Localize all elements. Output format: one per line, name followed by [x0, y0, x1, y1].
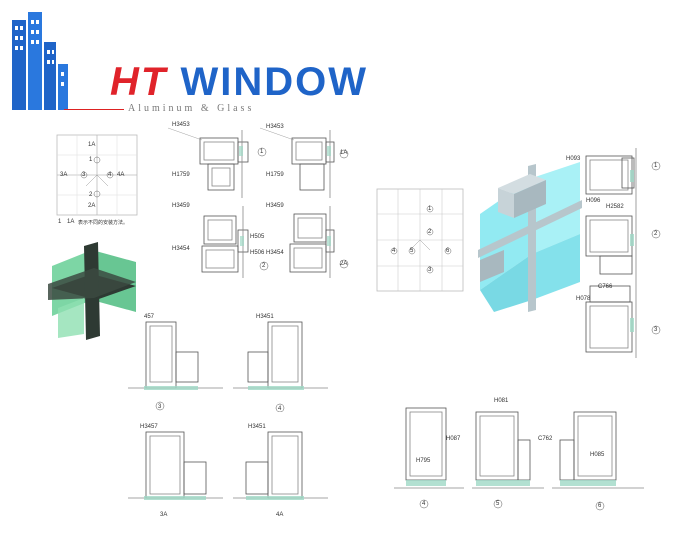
grid-key-label-1a: 1A: [88, 142, 96, 148]
profile-section-3-4-drawing: [128, 321, 328, 412]
profile-section-2-drawing: [201, 206, 349, 278]
grid-key-2-label-6: 6: [446, 248, 450, 254]
grid-key-label-3: 3: [82, 172, 86, 178]
right-profile-top-a: H093: [566, 156, 581, 162]
section-3-4-left-label: 457: [144, 314, 155, 320]
right-profile-circle-3: 3: [654, 327, 658, 333]
section-1-left-top-label: H3453: [172, 122, 190, 128]
grid-key-caption-code: 1A: [67, 219, 75, 225]
green-curtain-wall-3d-icon: [48, 242, 136, 340]
bottom-profile-a: H087: [446, 436, 461, 442]
logo-tagline: Aluminum & Glass: [128, 103, 255, 114]
grid-key-2-label-2: 2: [428, 229, 432, 235]
section-2-left-bottom-label: H3454: [172, 246, 190, 252]
right-profile-circle-2: 2: [654, 231, 658, 237]
section-2-circle-right: 2A: [340, 261, 348, 267]
bottom-profile-circle-6: 6: [598, 503, 602, 509]
bottom-profile-d: C762: [538, 436, 553, 442]
blue-curtain-wall-3d-icon: [478, 162, 582, 312]
bottom-profile-circle-5: 5: [496, 501, 500, 507]
grid-key-2-label-5: 5: [410, 248, 414, 254]
section-3-4-right-label: H3451: [256, 314, 274, 320]
section-1-circle-left: 1: [260, 149, 264, 155]
grid-key-label-4a: 4A: [117, 172, 125, 178]
logo-window: WINDOW: [180, 60, 368, 104]
bottom-profile-c: H081: [494, 398, 509, 404]
section-1-left-mid-label: H1759: [172, 172, 190, 178]
section-1-right-top-label: H3453: [266, 124, 284, 130]
section-3-4-circle-left: 3: [158, 404, 162, 410]
profile-section-3a-4a-drawing: [128, 431, 328, 500]
section-3-4-circle-right: 4: [278, 406, 282, 412]
right-profile-mid-b: H078: [576, 296, 591, 302]
grid-key-diagram: [56, 134, 138, 216]
bottom-profile-e: H085: [590, 452, 605, 458]
building-logo-icon: [12, 12, 68, 110]
section-2-right-top-label: H3459: [266, 203, 284, 209]
right-profile-circle-1: 1: [654, 163, 658, 169]
grid-key-2-label-1: 1: [428, 206, 432, 212]
bottom-profile-b: H795: [416, 458, 431, 464]
logo-red-line: [64, 109, 124, 110]
logo-ht: HT: [110, 60, 168, 104]
section-2-center-b-label: H506: [250, 250, 265, 256]
section-3a-4a-right-label: H3451: [248, 424, 266, 430]
section-2-circle-left: 2: [262, 263, 266, 269]
section-3a-4a-circle-left: 3A: [160, 512, 168, 518]
grid-key-2-label-4: 4: [392, 248, 396, 254]
grid-key-label-1: 1: [89, 157, 93, 163]
grid-key-2-diagram: [376, 188, 464, 292]
section-1-right-mid-label: H1759: [266, 172, 284, 178]
grid-key-label-2: 2: [89, 192, 93, 198]
section-2-left-top-label: H3459: [172, 203, 190, 209]
section-2-right-bottom-label: H3454: [266, 250, 284, 256]
grid-key-label-2a: 2A: [88, 203, 96, 209]
section-1-circle-right: 1A: [340, 150, 348, 156]
bottom-profile-drawing: [394, 407, 644, 511]
right-profile-drawing: [585, 148, 661, 358]
bottom-profile-circle-4: 4: [422, 501, 426, 507]
section-3a-4a-left-label: H3457: [140, 424, 158, 430]
section-2-center-a-label: H505: [250, 234, 265, 240]
grid-key-caption-num: 1: [58, 219, 62, 225]
right-profile-mid-c: C766: [598, 284, 613, 290]
grid-key-2-label-3: 3: [428, 267, 432, 273]
grid-key-label-3a: 3A: [60, 172, 68, 178]
section-3a-4a-circle-right: 4A: [276, 512, 284, 518]
grid-key-caption-text: 表示不同的安装方法。: [78, 220, 129, 226]
right-profile-mid-a: H2582: [606, 204, 624, 210]
logo-wordmark: HT WINDOW: [110, 62, 368, 102]
grid-key-label-4: 4: [108, 172, 112, 178]
profile-section-1-drawing: [168, 127, 349, 198]
right-profile-top-b: H096: [586, 198, 601, 204]
